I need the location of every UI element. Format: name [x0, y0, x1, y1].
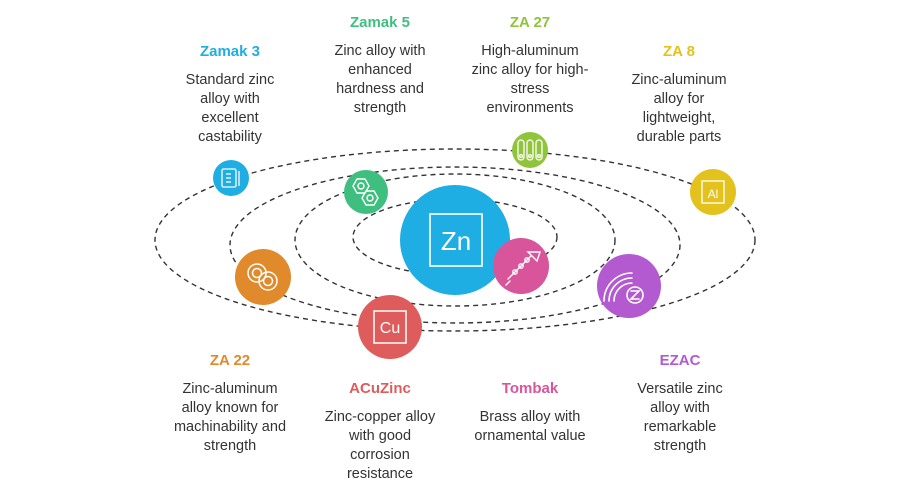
za22-title: ZA 22 [209, 352, 251, 369]
brass-instrument-icon [505, 251, 541, 286]
zinc-center-node: Zn [400, 185, 510, 295]
tombak-title: Tombak [501, 380, 559, 397]
zinc-sheet-icon [221, 168, 240, 188]
zinc-symbol: Zn [441, 226, 471, 256]
node-acuzinc: Cu [358, 295, 422, 359]
zamak3-title: Zamak 3 [199, 43, 261, 60]
orbit-ring-3 [229, 166, 681, 324]
node-ezac [597, 254, 661, 318]
node-za27 [512, 132, 548, 168]
orbit-ring-2 [294, 173, 616, 307]
hex-nuts-icon [352, 178, 379, 206]
copper-symbol: Cu [380, 320, 400, 337]
copper-element-icon [373, 310, 407, 344]
node-zamak3 [213, 160, 249, 196]
aluminum-symbol: Al [708, 187, 719, 201]
node-za8: Al [690, 169, 736, 215]
acuzinc-title: ACuZinc [349, 380, 411, 397]
aluminum-element-icon [701, 180, 725, 204]
za8-title: ZA 8 [663, 43, 695, 60]
zamak5-title: Zamak 5 [349, 14, 411, 31]
metal-coins-icon [247, 263, 278, 291]
node-za22 [235, 249, 291, 305]
pipes-icon [517, 139, 543, 161]
orbit-ring-4 [154, 148, 756, 332]
za27-title: ZA 27 [509, 14, 551, 31]
ezac-title: EZAC [659, 352, 701, 369]
strength-signal-icon [603, 272, 644, 304]
node-zamak5 [344, 170, 388, 214]
node-tombak [493, 238, 549, 294]
